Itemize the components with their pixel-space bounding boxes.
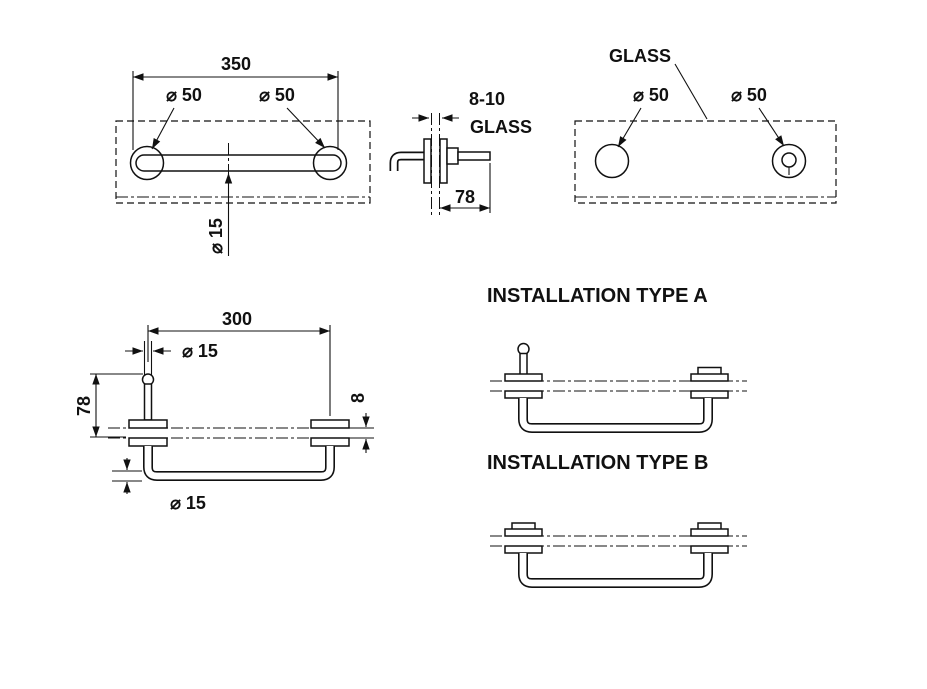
front-view: 350 ⌀ 50 ⌀ 50 ⌀ 15 [115, 54, 371, 256]
left-flange-top [128, 419, 168, 429]
drill-hole-right [771, 143, 807, 179]
installation-type-b: INSTALLATION TYPE B [487, 452, 747, 588]
installation-type-a: INSTALLATION TYPE A [487, 285, 747, 433]
right-flange-bottom [310, 437, 350, 447]
towel-bar-u-b [518, 553, 713, 588]
towel-bar-u-a [518, 398, 713, 433]
right-flange-bottom-a [690, 390, 729, 399]
glass-callout-leader [674, 63, 708, 120]
glass-callout-label: GLASS [609, 46, 671, 66]
mounting-view: 300 ⌀ 15 78 ⌀ 15 [74, 309, 374, 513]
towel-bar-front [135, 154, 342, 172]
leader-dia50-right [286, 107, 326, 149]
glass-thickness-label: 8-10 [469, 89, 505, 109]
pin-shaft-a [519, 352, 528, 376]
right-flange-bottom-b [690, 545, 729, 554]
left-flange-top-a [504, 373, 543, 382]
dim-78-vertical-label: 78 [74, 396, 94, 416]
glass-panel-outline [115, 120, 371, 204]
leader-dia50-left [151, 107, 175, 150]
right-flange-top [310, 419, 350, 429]
dia-15-label: ⌀ 15 [206, 218, 226, 254]
left-flange-bottom-b [504, 545, 543, 554]
dia-50-right-glass-label: ⌀ 50 [731, 85, 767, 105]
dim-300-label: 300 [222, 309, 252, 329]
side-view: 8-10 GLASS 78 [389, 89, 532, 216]
left-flange-top-b [504, 528, 543, 537]
right-flange-top-b [690, 528, 729, 537]
dia-15-bar-label: ⌀ 15 [170, 493, 206, 513]
towel-bar-u [143, 446, 335, 481]
installation-b-title: INSTALLATION TYPE B [487, 452, 708, 474]
dia-50-left-label: ⌀ 50 [166, 85, 202, 105]
mount-rod [457, 151, 491, 161]
drill-hole-left [594, 143, 630, 179]
right-flange-top-a [690, 373, 729, 382]
dim-350-label: 350 [221, 54, 251, 74]
leader-dia50-right-glass [758, 107, 785, 147]
glass-drilling-view: GLASS ⌀ 50 ⌀ 50 [574, 46, 837, 204]
glass-word-label: GLASS [470, 117, 532, 137]
installation-a-title: INSTALLATION TYPE A [487, 285, 708, 307]
pin-shaft [143, 383, 153, 421]
flange-front-plate [423, 138, 432, 184]
mount-boss [446, 147, 459, 165]
dim-8-label: 8 [348, 393, 368, 403]
leader-dia50-left-glass [617, 107, 642, 148]
flange-back-plate [439, 138, 448, 184]
left-flange-bottom-a [504, 390, 543, 399]
mount-hole-right [312, 145, 348, 181]
dim-78-label: 78 [455, 187, 475, 207]
mount-hole-left [129, 145, 165, 181]
drill-hole-right-insert [781, 152, 797, 168]
left-flange-bottom [128, 437, 168, 447]
dia-50-left-glass-label: ⌀ 50 [633, 85, 669, 105]
glass-panel-outline-right [574, 120, 837, 204]
dia-50-right-label: ⌀ 50 [259, 85, 295, 105]
dia-15-pin-label: ⌀ 15 [182, 341, 218, 361]
